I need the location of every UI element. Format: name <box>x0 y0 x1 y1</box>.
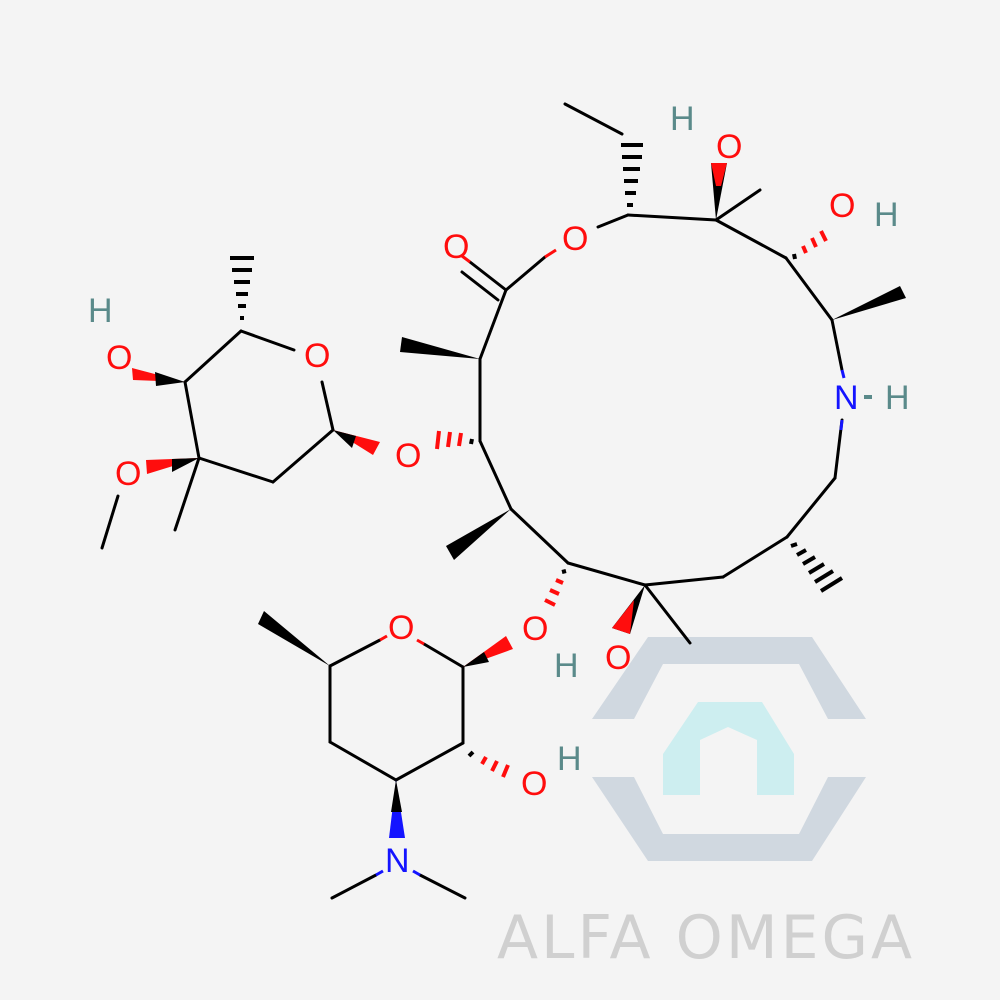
wedge-bonds <box>132 163 906 838</box>
atom-n-dimethylamino: N <box>385 842 410 880</box>
atom-o-hydroxyl-5: O <box>521 765 547 803</box>
hashed-bonds <box>230 143 844 778</box>
atom-h-amine: H <box>885 379 910 417</box>
atom-o-desosamine-ring: O <box>388 609 414 647</box>
atom-o-glycosidic-2: O <box>522 610 548 648</box>
hetero-bond-segments <box>375 248 872 877</box>
atom-o-hydroxyl-3: O <box>605 639 631 677</box>
atom-n-ring: N <box>834 379 859 417</box>
atom-labels: H O O H O O N H H O O O O O O O H H O N <box>88 100 910 880</box>
bonds <box>100 102 844 900</box>
atom-o-ester: O <box>562 220 588 258</box>
atom-o-glycosidic-1: O <box>395 437 421 475</box>
watermark-logo-icon <box>592 637 866 861</box>
atom-o-cladinose-ring: O <box>304 337 330 375</box>
atom-h-hydroxyl-2: H <box>874 196 899 234</box>
atom-o-methoxy: O <box>115 455 141 493</box>
atom-o-hydroxyl-2: O <box>829 187 855 225</box>
atom-h-cladinose-oh: H <box>88 292 113 330</box>
atom-o-carbonyl: O <box>443 228 469 266</box>
atom-h-hydroxyl-5: H <box>557 740 582 778</box>
atom-o-cladinose-oh: O <box>106 339 132 377</box>
watermark-brand-text: ALFA OMEGA <box>497 903 915 973</box>
atom-h-hydroxyl-4: H <box>554 647 579 685</box>
atom-o-hydroxyl-1: O <box>716 128 742 166</box>
atom-h-top: H <box>670 100 695 138</box>
